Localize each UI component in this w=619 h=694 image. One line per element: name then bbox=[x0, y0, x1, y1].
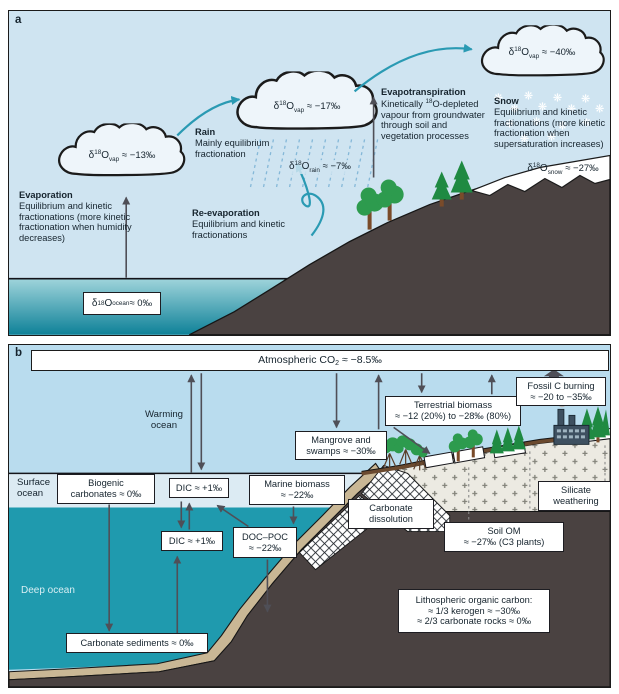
snowflakes-icon: ❋❋❋ ❋❋❋ ❋❋❋ ❋❋❋ ❋❋ bbox=[494, 89, 604, 145]
svg-text:❋: ❋ bbox=[581, 92, 590, 105]
iso-label-rain: δ18Orain ≈ −7‰ bbox=[287, 160, 353, 174]
dashed-reference-lines bbox=[468, 445, 606, 522]
marine-biomass-box: Marine biomass≈ −22‰ bbox=[249, 475, 345, 505]
deciduous-tree-icon bbox=[356, 179, 404, 230]
rain-note: Rain Mainly equilibrium fractionation bbox=[195, 127, 270, 159]
lithospheric-carbon-box: Lithospheric organic carbon:≈ 1/3 keroge… bbox=[398, 589, 550, 633]
panel-a-artwork: ❋❋❋ ❋❋❋ ❋❋❋ ❋❋❋ ❋❋ bbox=[9, 25, 610, 335]
evaporation-note: Evaporation Equilibrium and kinetic frac… bbox=[19, 190, 132, 244]
flux-arrows bbox=[105, 373, 496, 634]
svg-text:❋: ❋ bbox=[567, 102, 576, 115]
svg-text:❋: ❋ bbox=[505, 117, 514, 130]
svg-text:❋: ❋ bbox=[558, 119, 567, 132]
panel-a-label: a bbox=[15, 14, 22, 26]
slope-trees-icon bbox=[448, 429, 483, 462]
svg-text:❋: ❋ bbox=[532, 115, 541, 128]
iso-label-vap-17: δ18Ovap ≈ −17‰ bbox=[273, 100, 341, 114]
deep-ocean-label: Deep ocean bbox=[21, 585, 75, 596]
svg-text:❋: ❋ bbox=[538, 100, 547, 113]
fossil-c-burning-box: Fossil C burning≈ −20 to −35‰ bbox=[516, 377, 606, 406]
dic-surface-box: DIC ≈ +1‰ bbox=[169, 478, 229, 498]
svg-text:❋: ❋ bbox=[494, 91, 503, 104]
iso-label-vap-13: δ18Ovap ≈ −13‰ bbox=[88, 149, 156, 163]
panel-b-label: b bbox=[15, 347, 23, 359]
conifer-tree-icon bbox=[431, 160, 473, 207]
evapotranspiration-note: Evapotranspiration Kinetically 18O-deple… bbox=[381, 87, 485, 142]
svg-text:❋: ❋ bbox=[520, 132, 529, 145]
svg-text:❋: ❋ bbox=[553, 91, 562, 104]
carbonate-sediments-box: Carbonate sediments ≈ 0‰ bbox=[66, 633, 208, 653]
doc-poc-box: DOC–POC≈ −22‰ bbox=[233, 527, 297, 558]
svg-text:❋: ❋ bbox=[582, 116, 591, 129]
svg-text:❋: ❋ bbox=[524, 89, 533, 102]
atmospheric-co2-banner: Atmospheric CO2 ≈ −8.5‰ bbox=[31, 350, 609, 371]
soil-om-box: Soil OM≈ −27‰ (C3 plants) bbox=[444, 522, 564, 552]
snow-cap bbox=[469, 154, 610, 197]
hillside bbox=[189, 156, 610, 335]
vapour-transport-arrows bbox=[176, 43, 473, 237]
panel-a-water-cycle: ❋❋❋ ❋❋❋ ❋❋❋ ❋❋❋ ❋❋ a Evaporation Equilib… bbox=[8, 10, 611, 336]
terrestrial-biomass-box: Terrestrial biomass≈ −12 (20%) to −28‰ (… bbox=[385, 396, 521, 426]
conifer-cluster-icon bbox=[489, 406, 610, 454]
iso-label-snow: δ18Osnow ≈ −27‰ bbox=[527, 162, 599, 176]
svg-text:❋: ❋ bbox=[547, 130, 556, 143]
svg-text:❋: ❋ bbox=[510, 102, 519, 115]
iso-label-vap-40: δ18Ovap ≈ −40‰ bbox=[508, 46, 576, 60]
reevaporation-note: Re-evaporation Equilibrium and kinetic f… bbox=[192, 208, 286, 240]
snow-note: Snow Equilibrium and kinetic fractionati… bbox=[494, 96, 606, 150]
mangrove-icon bbox=[379, 435, 428, 471]
svg-text:❋: ❋ bbox=[595, 102, 604, 115]
dic-deep-box: DIC ≈ +1‰ bbox=[161, 531, 223, 551]
